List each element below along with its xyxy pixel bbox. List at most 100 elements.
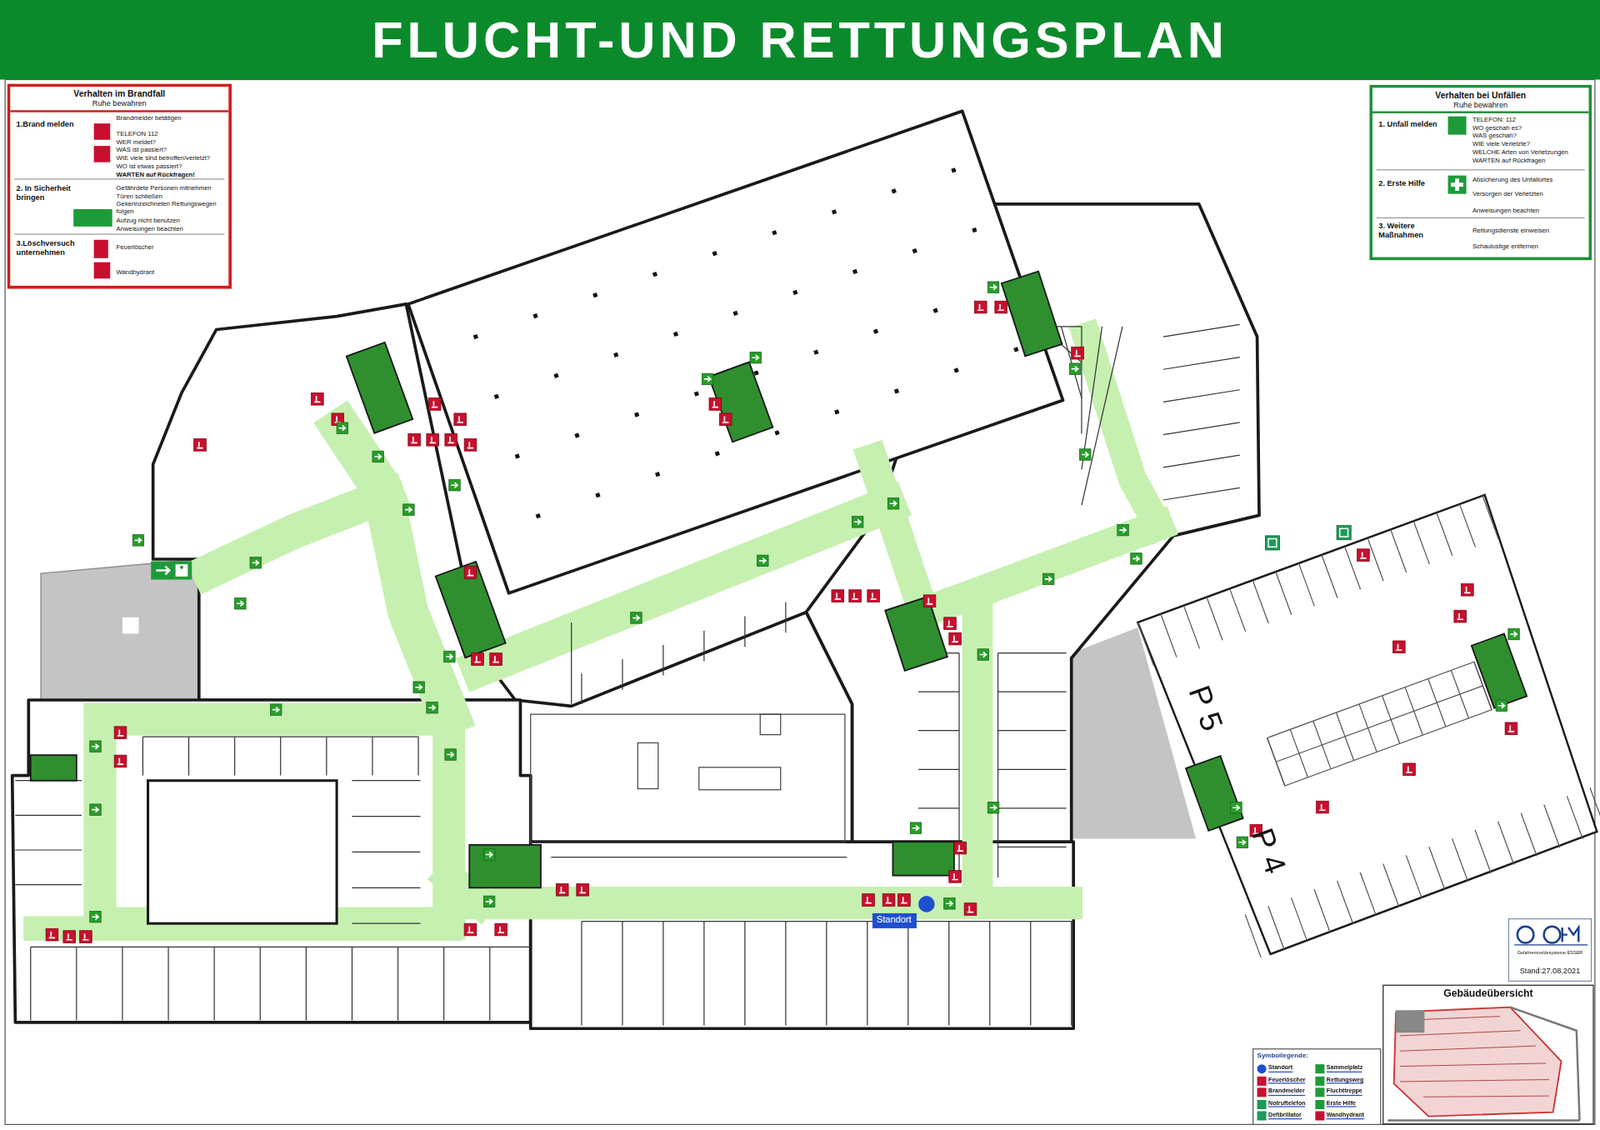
room-wall xyxy=(918,769,960,770)
escape-arrow-sign xyxy=(446,751,454,757)
fire-sign xyxy=(114,726,127,740)
room-wall xyxy=(188,736,190,776)
fire-sign xyxy=(426,433,440,446)
fire-sign xyxy=(964,903,977,916)
parking-stall xyxy=(1390,529,1407,573)
node-text: TELEFON: 112 xyxy=(1472,115,1516,123)
fire-sign xyxy=(709,398,722,411)
escape-arrow-sign xyxy=(701,373,713,385)
legend-text: Defibrillator xyxy=(1268,1112,1302,1120)
fire-sign xyxy=(467,441,474,448)
panel-divider xyxy=(10,110,229,112)
escape-arrow-sign xyxy=(135,537,142,543)
fire-sign xyxy=(977,304,984,310)
room-wall xyxy=(703,630,705,662)
room-wall xyxy=(142,736,144,776)
fire-sign xyxy=(580,886,586,893)
fire-sign xyxy=(974,300,987,314)
room-wall xyxy=(580,921,582,1026)
column-dot xyxy=(933,308,939,314)
parking-stall xyxy=(1268,905,1285,950)
node-text: WAS geschah? xyxy=(1472,131,1517,140)
company-logo-box: Gefahrenmeldesysteme ESSERStand:27.08.20… xyxy=(1508,918,1592,982)
room-wall xyxy=(417,736,419,776)
fire-sign xyxy=(555,883,569,896)
node-text: Feuerlöscher xyxy=(116,242,155,250)
fire-sign xyxy=(490,653,503,666)
fire-sign xyxy=(923,595,936,608)
fire-sign xyxy=(464,566,477,580)
parking-stall xyxy=(1405,855,1422,899)
column-dot xyxy=(954,367,960,373)
escape-corridor xyxy=(480,505,889,669)
escape-stair xyxy=(1001,271,1063,357)
escape-arrow-sign xyxy=(851,516,863,528)
parking-stall xyxy=(1475,830,1491,874)
room-wall xyxy=(997,653,999,878)
fire-sign xyxy=(194,439,207,452)
room-wall xyxy=(30,946,31,1020)
column-dot xyxy=(894,388,900,394)
fire-sign xyxy=(1357,549,1370,562)
fire-sign xyxy=(898,894,911,907)
room-wall xyxy=(167,946,169,1020)
node-text: Wandhydrant xyxy=(116,268,155,276)
fire-sign xyxy=(448,436,455,443)
escape-arrow-sign xyxy=(887,498,899,510)
fire-sign xyxy=(426,433,440,446)
escape-arrow-sign xyxy=(944,898,955,910)
node-text: Standort xyxy=(876,914,912,925)
parking-stall xyxy=(1137,495,1600,958)
room-wall xyxy=(351,780,420,781)
escape-corridor xyxy=(962,607,994,904)
node-text: Verhalten bei Unfällen xyxy=(1372,90,1590,101)
room-wall xyxy=(744,921,745,1026)
courtyard-object xyxy=(699,767,781,790)
fire-sign xyxy=(114,726,127,740)
escape-stair xyxy=(469,845,541,888)
fire-sign xyxy=(867,590,880,603)
escape-arrow-sign xyxy=(90,910,101,922)
escape-arrow-sign xyxy=(912,825,920,831)
node-text: 1.Brand melden xyxy=(16,120,75,130)
fire-sign xyxy=(495,923,508,936)
fire-sign xyxy=(49,931,55,938)
room-wall xyxy=(1163,487,1240,500)
escape-arrow-sign xyxy=(132,535,144,546)
node-text: Gefahrenmeldesysteme ESSER xyxy=(1509,950,1591,955)
fire-sign xyxy=(900,896,907,903)
parking-stall xyxy=(1482,495,1499,540)
room-wall xyxy=(121,946,123,1020)
parking-stall xyxy=(1413,520,1430,565)
legend-text: Erste Hilfe xyxy=(1326,1100,1356,1108)
column-dot xyxy=(792,290,798,295)
room-wall xyxy=(15,324,1240,1025)
fire-sign xyxy=(944,617,957,630)
company-logo xyxy=(1514,926,1588,945)
escape-arrow-sign xyxy=(1130,553,1142,565)
defibrillator-sign xyxy=(1265,535,1280,550)
room-wall xyxy=(305,946,307,1020)
fire-sign xyxy=(114,755,127,768)
room-wall xyxy=(280,736,281,776)
column-dot xyxy=(852,269,858,275)
parking-stall xyxy=(1298,563,1315,607)
fire-sign xyxy=(80,930,93,944)
legend-symbol xyxy=(1315,1099,1325,1109)
fire-sign xyxy=(457,416,464,423)
fire-sign xyxy=(45,928,59,941)
parking-stall xyxy=(1230,588,1246,632)
escape-arrow-sign xyxy=(1236,836,1248,848)
fire-sign xyxy=(1392,640,1405,654)
column-dot xyxy=(831,209,837,215)
header-bar xyxy=(0,0,1600,80)
node-text: Gebäudeübersicht xyxy=(1383,987,1593,1000)
room-wall xyxy=(1081,326,1102,470)
escape-arrow-sign xyxy=(1498,703,1505,709)
exit-sign xyxy=(150,560,192,580)
extinguisher-icon xyxy=(94,240,109,259)
escape-arrow-sign xyxy=(449,480,460,491)
fire-sign xyxy=(923,595,936,608)
escape-arrow-sign xyxy=(90,804,101,815)
building-wall xyxy=(408,110,1064,593)
